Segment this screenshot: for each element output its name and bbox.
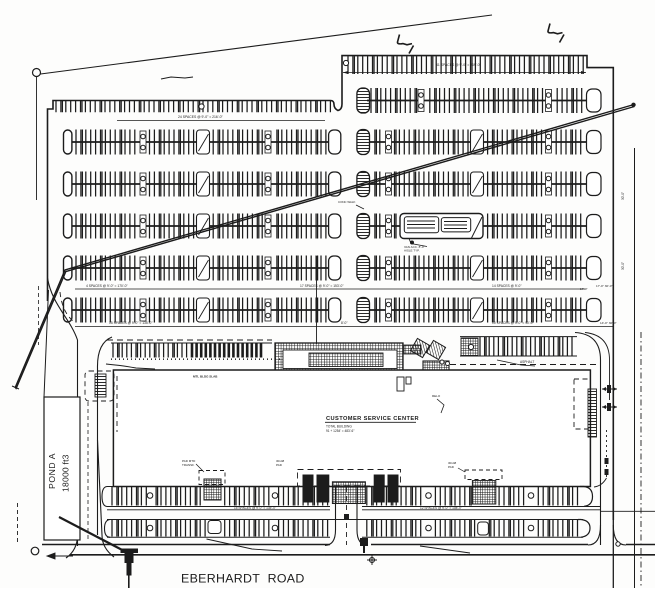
svg-text:41 SPACES @ 9'-0" = 369'-0": 41 SPACES @ 9'-0" = 369'-0" — [436, 63, 481, 67]
svg-text:TRANSF.: TRANSF. — [182, 463, 195, 467]
svg-text:VAN ACC. 8'-0": VAN ACC. 8'-0" — [404, 245, 425, 249]
svg-text:PAD: PAD — [276, 463, 283, 467]
svg-text:30'-0": 30'-0" — [621, 262, 625, 270]
svg-text:30x48: 30x48 — [276, 459, 285, 463]
svg-text:PAD: PAD — [448, 465, 455, 469]
svg-text:30x48: 30x48 — [448, 461, 457, 465]
svg-text:15 SPACES @ 9'-0" = 135'-0": 15 SPACES @ 9'-0" = 135'-0" — [234, 506, 276, 510]
svg-text:MTL BLDG SLAB: MTL BLDG SLAB — [193, 375, 218, 379]
svg-text:24 SPACES @ 9'-0" = 216'-0": 24 SPACES @ 9'-0" = 216'-0" — [178, 115, 223, 119]
svg-text:30'-0": 30'-0" — [621, 192, 625, 200]
svg-text:ASPHALT: ASPHALT — [520, 360, 534, 364]
svg-text:17'-0": 17'-0" — [580, 287, 588, 291]
svg-text:15 SPACES @ 9'-0" = 135'-0": 15 SPACES @ 9'-0" = 135'-0" — [109, 321, 153, 325]
svg-text:14'-0" 30'-0": 14'-0" 30'-0" — [600, 321, 617, 325]
svg-text:PAD MTD: PAD MTD — [182, 459, 196, 463]
svg-text:CUSTOMER SERVICE CENTER: CUSTOMER SERVICE CENTER — [326, 416, 419, 422]
svg-text:12 SPACES @ 9'-0" = 108'-0": 12 SPACES @ 9'-0" = 108'-0" — [420, 506, 462, 510]
svg-text:10 SPACES @ 9'-0" = 90'-0": 10 SPACES @ 9'-0" = 90'-0" — [492, 321, 534, 325]
svg-text:CONC WALK: CONC WALK — [338, 200, 355, 204]
svg-text:RELO: RELO — [432, 394, 441, 398]
svg-text:17 SPACES @ 9'-0" = 153'-0": 17 SPACES @ 9'-0" = 153'-0" — [300, 284, 344, 288]
svg-text:8'-0": 8'-0" — [341, 321, 348, 325]
svg-text:14 SPACES @ 9'-0": 14 SPACES @ 9'-0" — [492, 284, 522, 288]
svg-text:EBERHARDT ROAD: EBERHARDT ROAD — [181, 572, 305, 586]
svg-text:17'-0" 30'-0": 17'-0" 30'-0" — [596, 284, 613, 288]
svg-text:TOTAL BUILDING: TOTAL BUILDING — [326, 425, 352, 429]
svg-text:18000 ft3: 18000 ft3 — [61, 454, 71, 492]
svg-text:4 SPACES @ 9'-0" = 170'-0": 4 SPACES @ 9'-0" = 170'-0" — [86, 284, 128, 288]
svg-text:91 + 1254' = 483'-6": 91 + 1254' = 483'-6" — [326, 429, 354, 433]
svg-text:AISLE TYP.: AISLE TYP. — [404, 249, 420, 253]
svg-text:POND A: POND A — [47, 453, 57, 489]
